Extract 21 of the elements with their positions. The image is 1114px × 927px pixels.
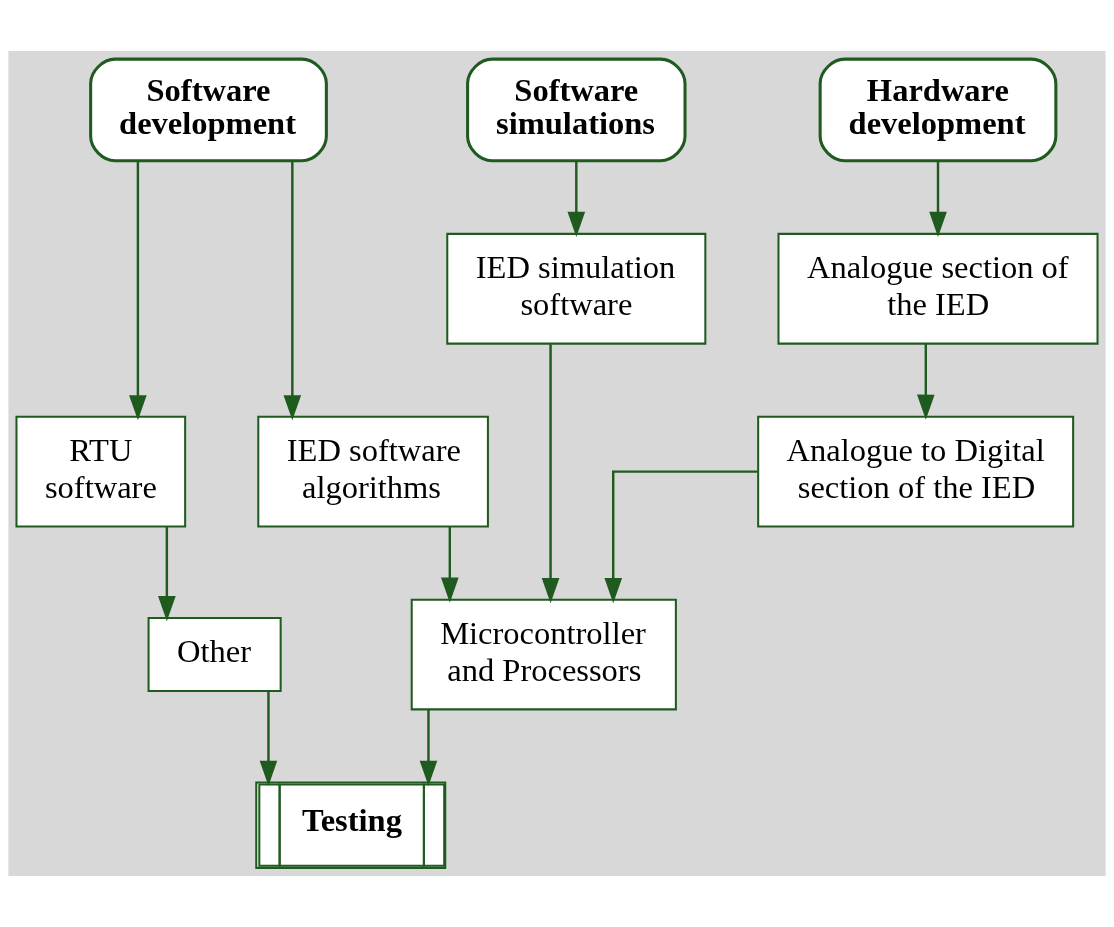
node-box: Microcontroller and Processors <box>410 598 677 711</box>
arrow <box>917 343 935 420</box>
node-box: IED software algorithms <box>257 415 489 528</box>
node-box: IED simulation software <box>446 232 707 345</box>
node-box: Analogue to Digital section of the IED <box>757 415 1075 528</box>
arrow <box>441 526 459 603</box>
node-box: Other <box>147 616 282 693</box>
node-box: Hardware development <box>818 57 1058 163</box>
arrow <box>929 161 947 238</box>
arrow <box>283 161 302 421</box>
node-box: Software development <box>89 57 328 163</box>
arrow <box>604 470 758 604</box>
arrow <box>259 691 278 786</box>
arrow <box>567 161 586 238</box>
node-box: Software simulations <box>466 57 687 163</box>
arrow <box>129 161 147 421</box>
node-box: RTU software <box>15 415 187 528</box>
arrow <box>158 526 176 622</box>
arrow <box>541 344 560 604</box>
arrow <box>419 709 438 786</box>
node-box: Analogue section of the IED <box>777 232 1099 345</box>
